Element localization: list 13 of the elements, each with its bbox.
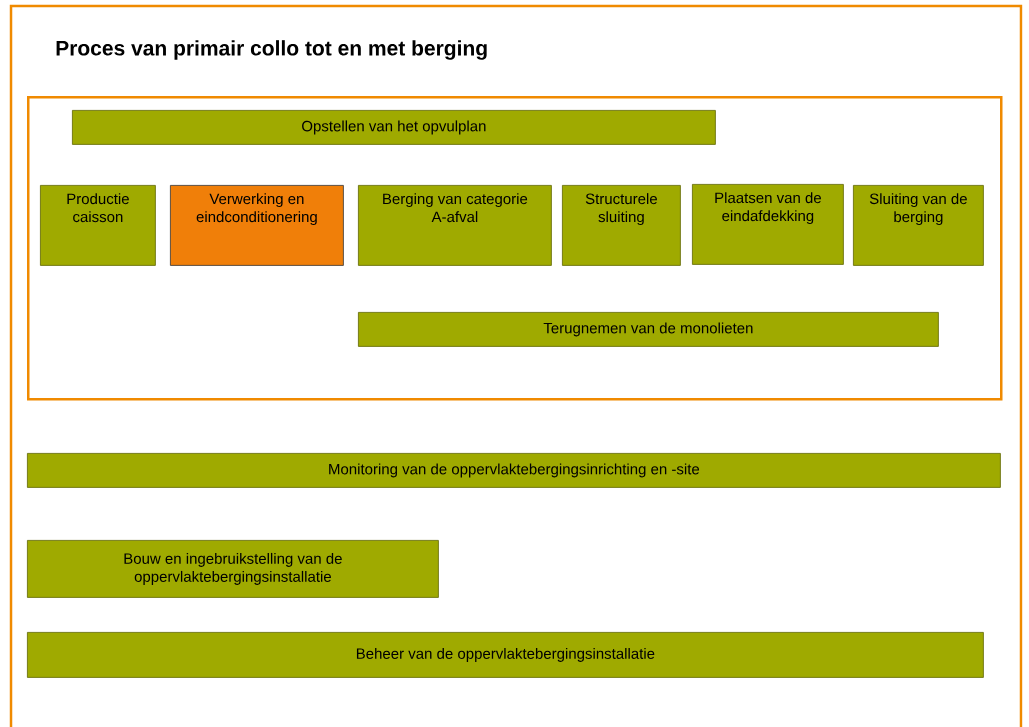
process-box: Sluiting van de berging (853, 185, 984, 266)
process-box: Beheer van de oppervlaktebergingsinstallatie (27, 632, 984, 678)
process-box: Terugnemen van de monolieten (358, 312, 939, 347)
process-box: Opstellen van het opvulplan (72, 110, 716, 145)
process-box: Berging van categorie A-afval (358, 185, 552, 266)
group-frame (27, 96, 1003, 401)
process-box: Structurele sluiting (562, 185, 681, 266)
process-box: Bouw en ingebruikstelling van de oppervlaktebergingsinstallatie (27, 540, 439, 598)
process-box: Plaatsen van de eindafdekking (692, 184, 844, 265)
process-box: Productie caisson (40, 185, 156, 266)
highlighted-process-box: Verwerking en eindconditionering (170, 185, 344, 266)
process-box: Monitoring van de oppervlaktebergingsinrichting en -site (27, 453, 1001, 488)
title: Proces van primair collo tot en met berging (56, 40, 487, 60)
